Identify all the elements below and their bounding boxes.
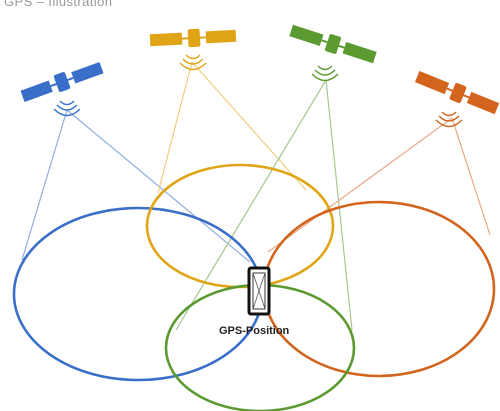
- signal-cone-line-yellow-right: [191, 61, 307, 191]
- signal-cone-line-orange-right: [451, 117, 491, 236]
- satellite-icon: [414, 70, 500, 115]
- signal-cone-line-green-right: [325, 79, 353, 331]
- gps-receiver-icon: [247, 266, 271, 316]
- signal-waves-icon: [435, 111, 463, 128]
- coverage-ellipse-yellow: [145, 163, 335, 289]
- signal-waves-icon: [179, 54, 207, 71]
- signal-waves-icon: [53, 100, 81, 117]
- satellite-blue: [20, 61, 104, 117]
- satellite-green: [289, 24, 377, 82]
- satellite-yellow: [149, 28, 237, 71]
- signal-waves-icon: [311, 65, 339, 82]
- coverage-ellipse-blue: [12, 206, 264, 382]
- signal-cone-line-yellow-left: [157, 61, 193, 194]
- diagram-title: GPS – Illustration: [4, 0, 113, 9]
- signal-cone-line-blue-left: [21, 109, 68, 261]
- satellite-orange: [414, 70, 500, 128]
- signal-cone-line-orange-left: [267, 117, 453, 253]
- satellite-icon: [20, 61, 104, 103]
- gps-position-label: GPS-Position: [219, 325, 290, 337]
- signal-cone-line-blue-right: [66, 109, 251, 263]
- signal-cone-line-green-left: [175, 79, 327, 331]
- satellite-icon: [289, 24, 377, 64]
- satellite-icon: [149, 28, 237, 48]
- gps-receiver: [247, 266, 271, 316]
